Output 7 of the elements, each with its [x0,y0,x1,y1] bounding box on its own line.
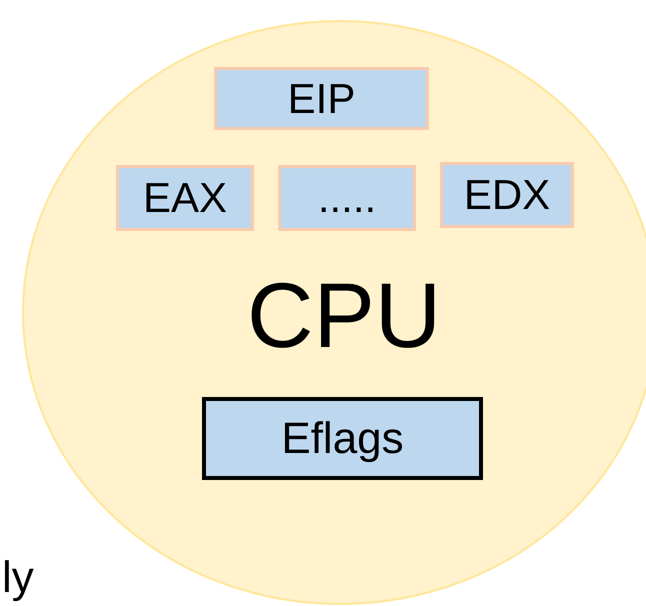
register-box: ..... [278,165,416,231]
register-box: EIP [214,67,429,130]
register-box: EDX [440,162,574,228]
register-box: EAX [116,165,254,231]
text-fragment: ly [2,556,34,600]
cpu-label: CPU [247,270,442,362]
flags-register-box: Eflags [202,397,483,480]
